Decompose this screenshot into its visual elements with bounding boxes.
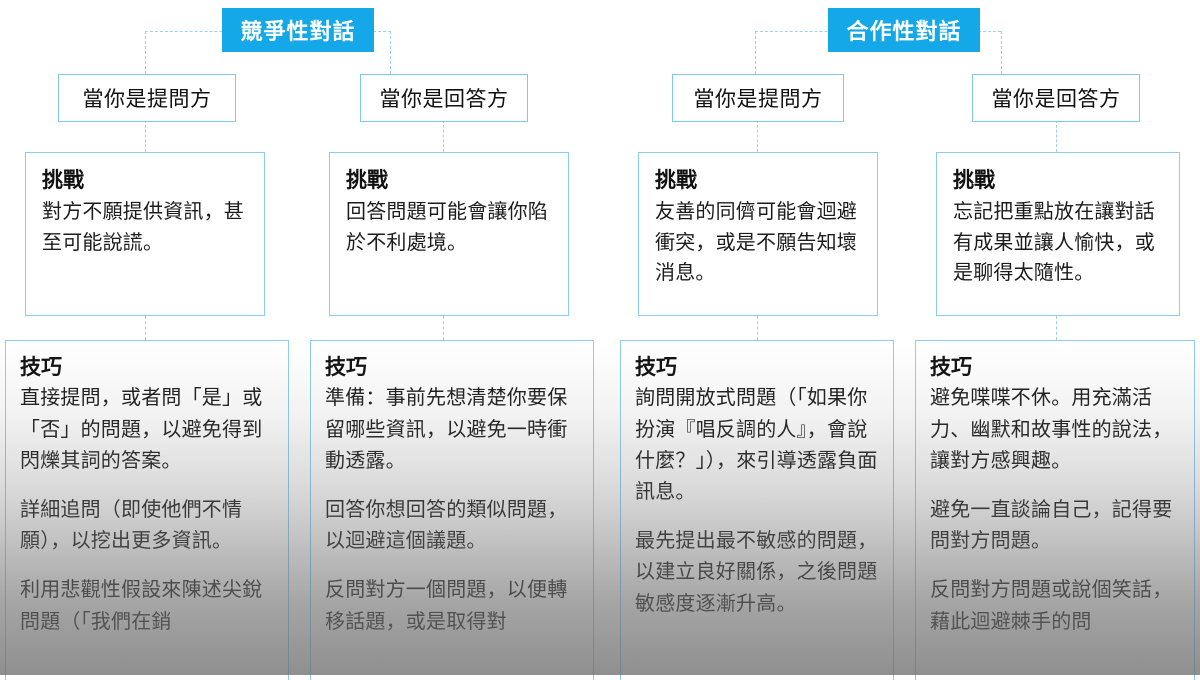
connector-role-to-challenge-0 <box>145 120 146 152</box>
technique-card-title: 技巧 <box>325 356 367 379</box>
technique-card-paragraph: 詢問開放式問題（「如果你扮演『唱反調的人』，會說什麼？」），來引導透露負面訊息。 <box>635 387 878 503</box>
connector-vertical-category-0-left <box>145 31 146 74</box>
challenge-card-0: 挑戰 對方不願提供資訊，甚至可能說謊。 <box>25 152 265 316</box>
technique-card-paragraph: 利用悲觀性假設來陳述尖銳問題（「我們在銷 <box>20 579 263 633</box>
connector-challenge-to-technique-3 <box>1056 316 1057 340</box>
challenge-card-1: 挑戰 回答問題可能會讓你陷於不利處境。 <box>329 152 569 316</box>
technique-card-paragraph: 避免一直談論自己，記得要問對方問題。 <box>930 498 1173 553</box>
role-box-questioner-competitive: 當你是提問方 <box>58 74 236 122</box>
technique-card-paragraph: 直接提問，或者問「是」或「否」的問題，以避免得到閃爍其詞的答案。 <box>20 387 263 472</box>
connector-vertical-category-1-left <box>755 31 756 74</box>
role-box-answerer-cooperative: 當你是回答方 <box>972 74 1140 122</box>
challenge-card-body: 忘記把重點放在讓對話有成果並讓人愉快，或是聊得太隨性。 <box>953 201 1155 285</box>
technique-card-paragraph: 準備：事前先想清楚你要保留哪些資訊，以避免一時衝動透露。 <box>325 387 568 472</box>
connector-role-to-challenge-2 <box>757 120 758 152</box>
connector-vertical-category-1-right <box>1001 31 1002 74</box>
technique-card-paragraph: 詳細追問（即使他們不情願），以挖出更多資訊。 <box>20 498 243 553</box>
technique-card-1: 技巧 準備：事前先想清楚你要保留哪些資訊，以避免一時衝動透露。 回答你想回答的類… <box>310 340 594 680</box>
challenge-card-title: 挑戰 <box>655 169 697 192</box>
category-header-competitive: 競爭性對話 <box>222 8 374 52</box>
technique-card-title: 技巧 <box>20 356 62 379</box>
role-box-questioner-cooperative: 當你是提問方 <box>672 74 844 122</box>
connector-challenge-to-technique-1 <box>443 316 444 340</box>
challenge-card-title: 挑戰 <box>42 169 84 192</box>
challenge-card-body: 回答問題可能會讓你陷於不利處境。 <box>346 201 548 254</box>
category-header-cooperative: 合作性對話 <box>828 8 980 52</box>
challenge-card-body: 友善的同儕可能會迴避衝突，或是不願告知壞消息。 <box>655 201 857 285</box>
technique-card-0: 技巧 直接提問，或者問「是」或「否」的問題，以避免得到閃爍其詞的答案。 詳細追問… <box>5 340 289 680</box>
challenge-card-title: 挑戰 <box>953 169 995 192</box>
technique-card-paragraph: 避免喋喋不休。用充滿活力、幽默和故事性的說法，讓對方感興趣。 <box>930 387 1173 472</box>
challenge-card-title: 挑戰 <box>346 169 388 192</box>
challenge-card-3: 挑戰 忘記把重點放在讓對話有成果並讓人愉快，或是聊得太隨性。 <box>936 152 1180 316</box>
technique-card-title: 技巧 <box>930 356 972 379</box>
technique-card-title: 技巧 <box>635 356 677 379</box>
connector-challenge-to-technique-0 <box>145 316 146 340</box>
connector-challenge-to-technique-2 <box>757 316 758 340</box>
technique-card-paragraph: 反問對方一個問題，以便轉移話題，或是取得對 <box>325 579 568 633</box>
technique-card-paragraph: 最先提出最不敏感的問題，以建立良好關係，之後問題敏感度逐漸升高。 <box>635 530 878 615</box>
connector-vertical-category-0-right <box>390 31 391 74</box>
challenge-card-2: 挑戰 友善的同儕可能會迴避衝突，或是不願告知壞消息。 <box>638 152 878 316</box>
challenge-card-body: 對方不願提供資訊，甚至可能說謊。 <box>42 201 244 254</box>
technique-card-3: 技巧 避免喋喋不休。用充滿活力、幽默和故事性的說法，讓對方感興趣。 避免一直談論… <box>915 340 1195 680</box>
technique-card-paragraph: 反問對方問題或說個笑話，藉此迴避棘手的問 <box>930 579 1173 633</box>
connector-role-to-challenge-1 <box>443 120 444 152</box>
role-box-answerer-competitive: 當你是回答方 <box>360 74 528 122</box>
technique-card-2: 技巧 詢問開放式問題（「如果你扮演『唱反調的人』，會說什麼？」），來引導透露負面… <box>620 340 894 680</box>
connector-role-to-challenge-3 <box>1056 120 1057 152</box>
technique-card-paragraph: 回答你想回答的類似問題，以迴避這個議題。 <box>325 498 568 553</box>
